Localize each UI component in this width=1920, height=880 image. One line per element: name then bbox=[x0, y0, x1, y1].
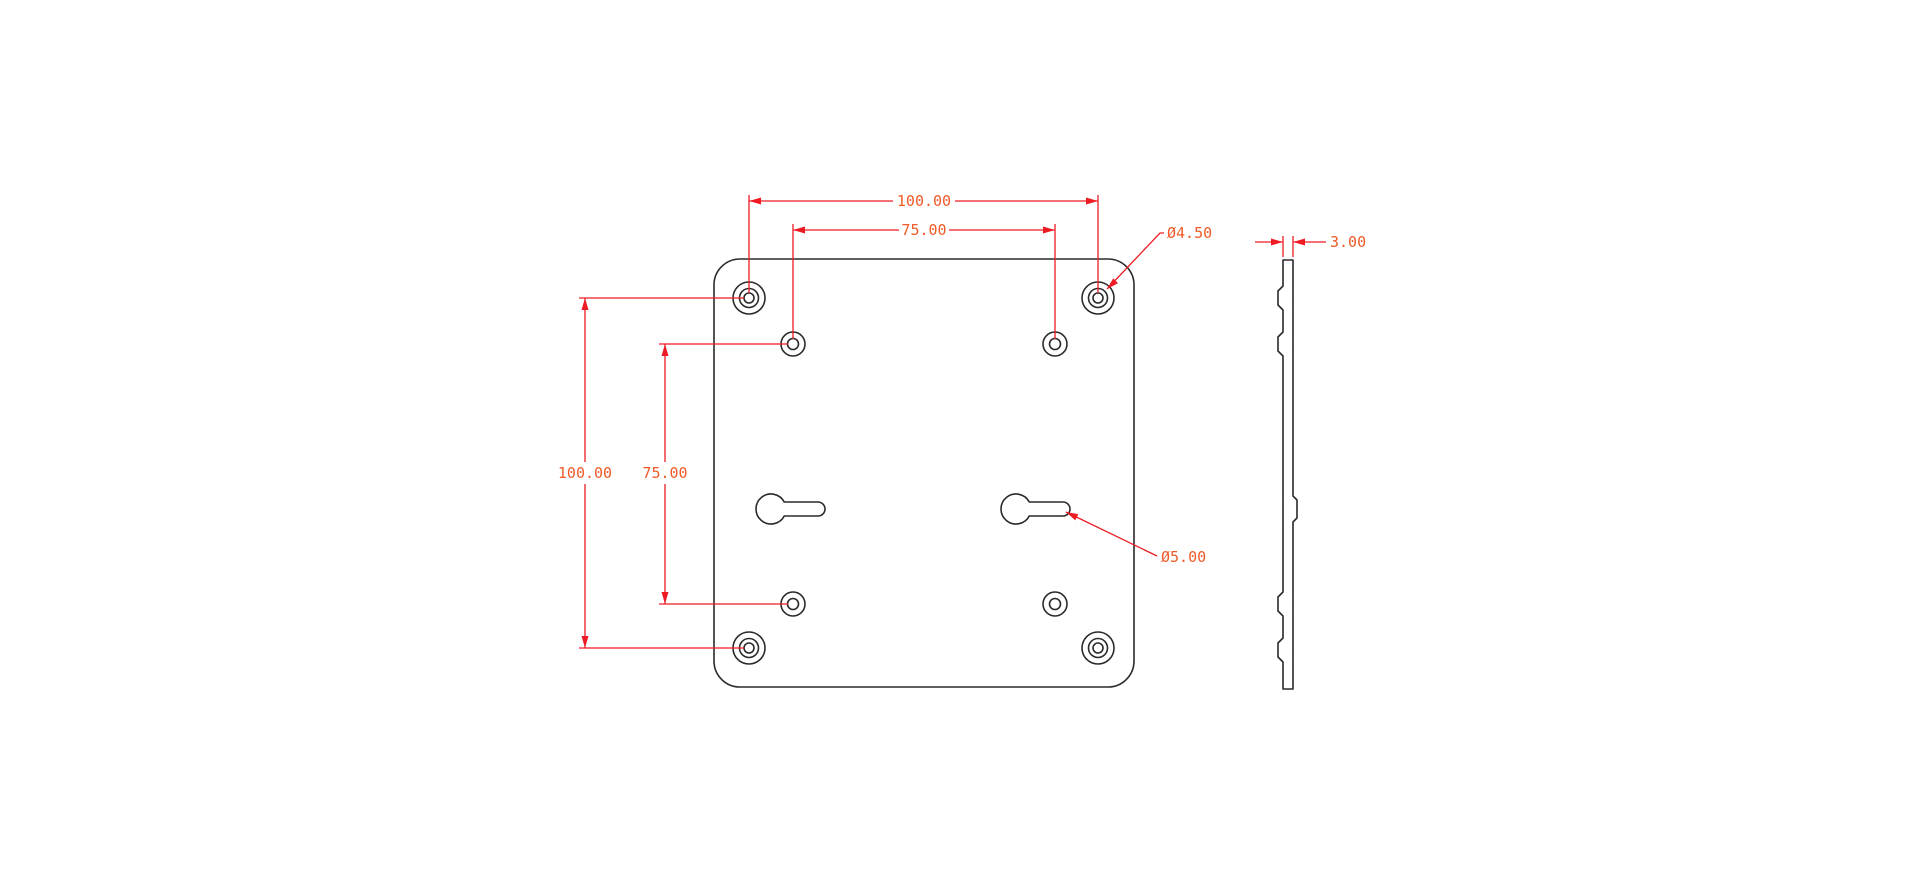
arrowhead-left bbox=[1271, 238, 1283, 246]
arrowhead-top bbox=[661, 344, 669, 356]
dimension-vertical-inner: 75.00 bbox=[642, 343, 788, 605]
side-profile-outline bbox=[1277, 259, 1298, 690]
dimension-horizontal-outer: 100.00 bbox=[748, 192, 1099, 293]
hole-inner-circle bbox=[1048, 597, 1062, 611]
leader-line bbox=[1106, 232, 1164, 290]
callout-label-corner-hole-diameter: Ø4.50 bbox=[1167, 224, 1212, 242]
hole-outer-circle bbox=[1042, 591, 1068, 617]
hole-inner-circle bbox=[1092, 642, 1104, 654]
arrowhead-right bbox=[1293, 238, 1305, 246]
plate-outline bbox=[713, 258, 1135, 688]
hole-outer-circle bbox=[1081, 631, 1115, 665]
arrowhead-top bbox=[581, 298, 589, 310]
arrowhead-right bbox=[1043, 226, 1055, 234]
dimension-label-outer-vertical: 100.00 bbox=[558, 464, 612, 482]
keyhole-slot-right bbox=[1000, 493, 1071, 525]
arrowhead-bottom bbox=[581, 636, 589, 648]
arrowhead-left bbox=[793, 226, 805, 234]
leader-arrowhead bbox=[1107, 278, 1118, 289]
inner-hole-bottom-right bbox=[1042, 591, 1068, 617]
corner-hole-bottom-right bbox=[1081, 631, 1115, 665]
leader-line bbox=[1065, 511, 1158, 557]
callout-corner-hole: Ø4.50 bbox=[1106, 224, 1212, 290]
dimension-vertical-outer: 100.00 bbox=[558, 297, 744, 649]
arrowhead-right bbox=[1086, 197, 1098, 205]
leader-arrowhead bbox=[1066, 512, 1079, 521]
dimension-label-outer-horizontal: 100.00 bbox=[897, 192, 951, 210]
dimension-label-inner-horizontal: 75.00 bbox=[901, 221, 946, 239]
arrowhead-left bbox=[749, 197, 761, 205]
hole-mid-circle bbox=[1087, 637, 1109, 659]
dimension-horizontal-inner: 75.00 bbox=[792, 221, 1056, 339]
callout-label-keyhole-diameter: Ø5.00 bbox=[1161, 548, 1206, 566]
dimension-thickness: 3.00 bbox=[1255, 233, 1366, 257]
side-view bbox=[1277, 259, 1298, 690]
dimension-label-inner-vertical: 75.00 bbox=[642, 464, 687, 482]
dimension-label-thickness: 3.00 bbox=[1330, 233, 1366, 251]
front-view bbox=[713, 258, 1135, 688]
arrowhead-bottom bbox=[661, 592, 669, 604]
keyhole-slot-left bbox=[755, 493, 826, 525]
callout-keyhole: Ø5.00 bbox=[1065, 511, 1206, 566]
